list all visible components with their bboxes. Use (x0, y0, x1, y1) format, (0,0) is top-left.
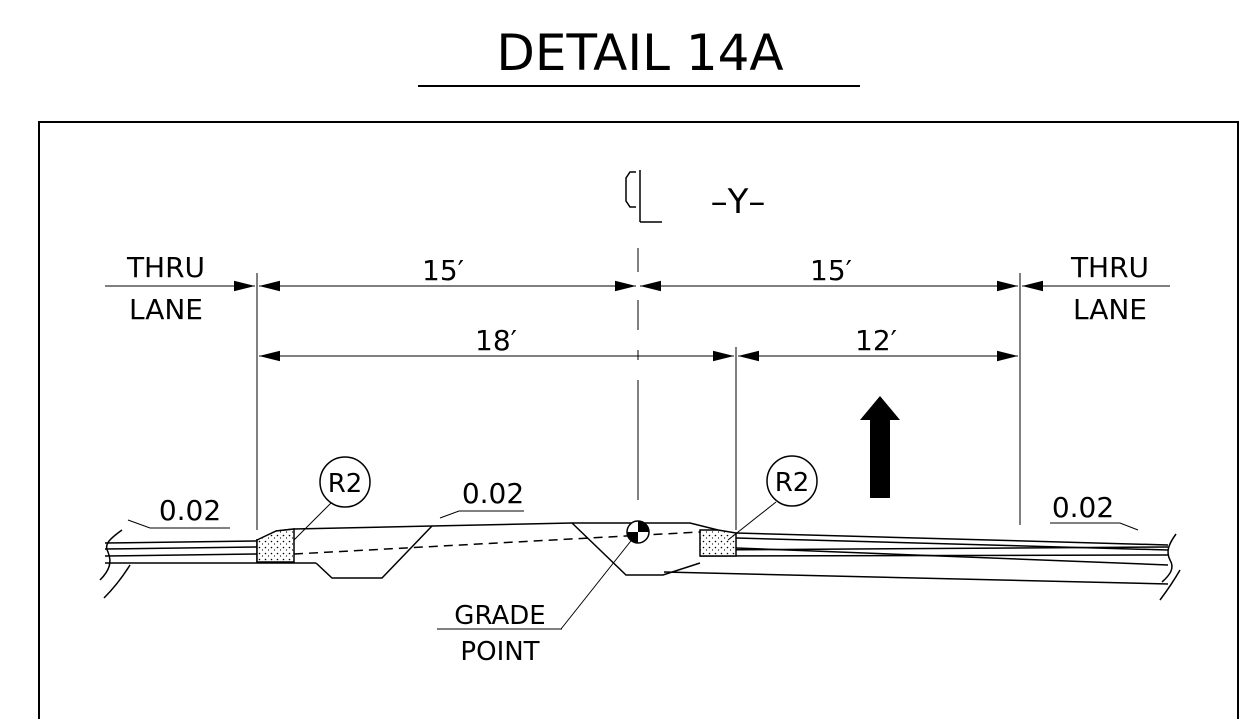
dimension-right-15: 15′ (810, 254, 852, 287)
thru-lane-right-line2: LANE (1073, 293, 1147, 326)
dimension-left-15: 15′ (422, 254, 464, 287)
extension-lines (256, 248, 1021, 530)
slope-median: 0.02 (462, 477, 524, 510)
curb-tag-left: R2 (328, 469, 363, 499)
slope-left-outer-arrow (127, 519, 230, 529)
curb-right (699, 529, 737, 557)
pavement-section (99, 522, 1181, 601)
curb-tag-left-leader (293, 502, 332, 541)
curb-left (256, 528, 295, 563)
slope-right-outer: 0.02 (1052, 491, 1114, 524)
drawing-frame (38, 121, 1239, 719)
curb-tag-right: R2 (775, 468, 810, 498)
slope-median-arrow (439, 510, 524, 519)
dimension-left-18: 18′ (475, 324, 517, 357)
thru-lane-left-line1: THRU (126, 251, 205, 284)
curb-tag-right-leader (727, 501, 777, 541)
slope-right-outer-arrow (1050, 522, 1139, 531)
grade-point-leader (560, 536, 635, 630)
detail-title: DETAIL 14A (496, 24, 783, 82)
traffic-direction-arrow (860, 396, 900, 498)
grade-point-symbol (626, 520, 650, 544)
curb-tag-left-circle (319, 456, 371, 508)
thru-lane-right-line1: THRU (1070, 251, 1149, 284)
centerline-symbol (625, 170, 662, 223)
grade-point-line2: POINT (460, 637, 539, 667)
curb-tag-right-circle (766, 455, 818, 507)
dimension-right-12: 12′ (855, 324, 897, 357)
slope-left-outer: 0.02 (159, 494, 221, 527)
grade-point-line1: GRADE (454, 601, 545, 631)
thru-lane-left-line2: LANE (129, 293, 203, 326)
centerline-label: –Y– (711, 182, 766, 222)
